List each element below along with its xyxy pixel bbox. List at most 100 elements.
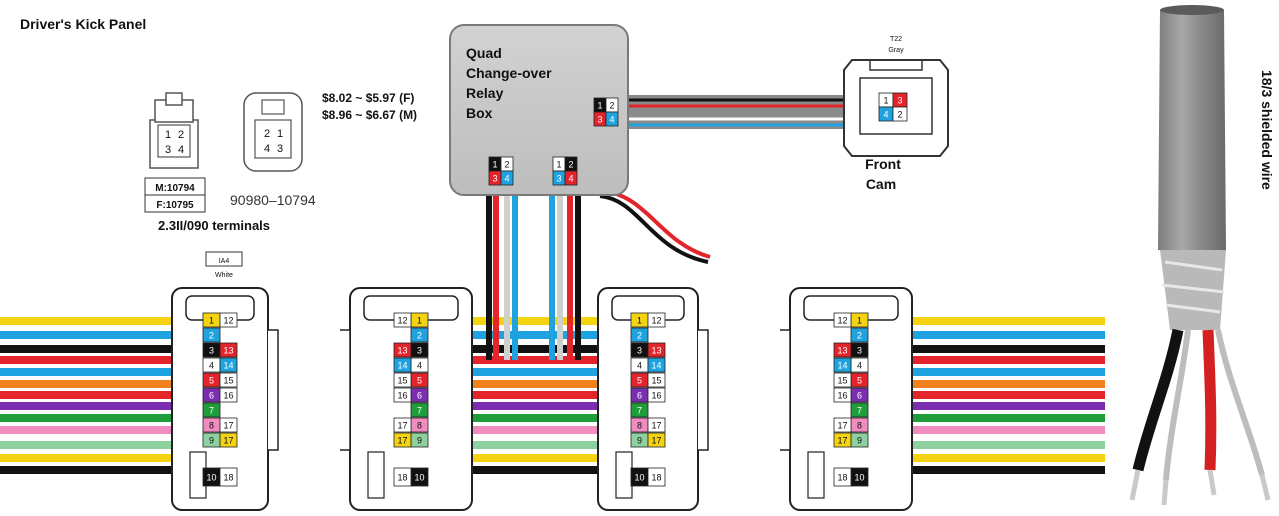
connector-ia4-white-pin-5-label: 5	[209, 376, 214, 386]
connector-middle-right-pin-6-label: 6	[637, 391, 642, 401]
connector-middle-left-pin-16-5: 16	[393, 387, 412, 403]
connector-ia4-white-pin-15-4: 15	[219, 372, 238, 388]
relay-box-line-4: Box	[466, 105, 493, 121]
connector-ia4-white-pin-14-3-label: 14	[223, 361, 233, 371]
right-wire-7	[900, 391, 1105, 399]
connector-middle-right-pin-5: 5	[630, 372, 649, 388]
middle-wire-7	[460, 391, 620, 399]
connector-middle-left-pin-10-label: 10	[414, 473, 424, 483]
page-title: Driver's Kick Panel	[20, 16, 146, 32]
middle-wire-12	[460, 454, 620, 462]
connector-ia4-white-pin-3-label: 3	[209, 346, 214, 356]
connector-right-pin-8-label: 8	[857, 421, 862, 431]
connector-middle-left-pin-13-2-label: 13	[397, 346, 407, 356]
connector-right-pin-9: 9	[850, 432, 869, 448]
connector-right-pin-10: 10	[850, 467, 869, 487]
female-pin-1: 1	[277, 128, 283, 140]
connector-middle-left-pin-6-label: 6	[417, 391, 422, 401]
connector-right-pin-2-label: 2	[857, 331, 862, 341]
left-wire-8	[0, 402, 190, 410]
left-wire-7	[0, 391, 190, 399]
connector-middle-left-pin-17-7-label: 17	[397, 421, 407, 431]
middle-wire-13	[460, 466, 620, 474]
right-wire-2	[900, 331, 1105, 339]
female-part-number: F:10795	[156, 200, 194, 211]
price-male: $8.96 ~ $6.67 (M)	[322, 108, 417, 122]
male-pin-1: 1	[165, 129, 171, 141]
connector-right-pin-17-8-label: 17	[837, 436, 847, 446]
middle-wire-2	[460, 331, 620, 339]
female-mini-connector	[243, 92, 303, 172]
connector-middle-left-pin-5: 5	[410, 372, 429, 388]
connector-right-pin-7: 7	[850, 402, 869, 418]
connector-middle-left-pin-12-0: 12	[393, 312, 412, 328]
connector-right-pin-8: 8	[850, 417, 869, 433]
relay-box-line-3: Relay	[466, 85, 504, 101]
relay-power-black-wire	[599, 194, 709, 264]
connector-right-pin-13-2-label: 13	[837, 346, 847, 356]
middle-wire-3	[460, 345, 620, 353]
connector-ia4-white-pin-16-5: 16	[219, 387, 238, 403]
cam-pin-1: 1	[878, 92, 894, 108]
left-wire-10	[0, 426, 190, 434]
connector-right-pin-6-label: 6	[857, 391, 862, 401]
cam-pin-4: 4	[878, 106, 894, 122]
terminals-label: 2.3II/090 terminals	[158, 218, 270, 233]
connector-middle-right-pin-13-2: 13	[647, 342, 666, 358]
connector-middle-left-pin-16-5-label: 16	[397, 391, 407, 401]
left-wire-12	[0, 454, 190, 462]
connector-middle-right-pin-18-label: 18	[651, 473, 661, 483]
connector-right-pin-3: 3	[850, 342, 869, 358]
relay-left-block-pin-1-label: 1	[492, 160, 497, 170]
relay-left-block-pin-4: 4	[500, 170, 514, 186]
middle-wire-6	[460, 380, 620, 388]
connector-ia4-white-pin-1: 1	[202, 312, 221, 328]
right-wire-10	[900, 426, 1105, 434]
right-wire-9	[900, 414, 1105, 422]
relay-out-block-pin-2: 2	[605, 97, 619, 113]
connector-middle-left-pin-9-label: 9	[417, 436, 422, 446]
male-pin-2: 2	[178, 129, 184, 141]
relay-right-block-pin-3: 3	[552, 170, 566, 186]
connector-right-pin-17-7-label: 17	[837, 421, 847, 431]
middle-wire-11	[460, 441, 620, 449]
connector-right-pin-4-label: 4	[857, 361, 862, 371]
relay-box	[449, 24, 629, 196]
connector-right-pin-14-3: 14	[833, 357, 852, 373]
relay-out-block-pin-4-label: 4	[609, 115, 614, 125]
connector-ia4-white-pin-12-0-label: 12	[223, 316, 233, 326]
relay-right-block-pin-2-label: 2	[568, 160, 573, 170]
connector-middle-left-pin-17-8-label: 17	[397, 436, 407, 446]
connector-middle-right-pin-2: 2	[630, 327, 649, 343]
connector-right-pin-7-label: 7	[857, 406, 862, 416]
relay-left-block-pin-1: 1	[488, 156, 502, 172]
connector-middle-right-pin-16-5: 16	[647, 387, 666, 403]
connector-ia4-white-pin-18: 18	[219, 467, 238, 487]
connector-middle-right-pin-17-8-label: 17	[651, 436, 661, 446]
relay-run-wire-4	[512, 190, 518, 360]
middle-wire-9	[460, 414, 620, 422]
connector-middle-right-pin-17-7: 17	[647, 417, 666, 433]
right-wire-11	[900, 441, 1105, 449]
relay-left-block-pin-4-label: 4	[504, 174, 509, 184]
connector-ia4-white-pin-12-0: 12	[219, 312, 238, 328]
right-wire-3	[900, 345, 1105, 353]
left-wire-6	[0, 380, 190, 388]
left-wire-11	[0, 441, 190, 449]
connector-middle-right-pin-14-3: 14	[647, 357, 666, 373]
connector-ia4-white-pin-17-7: 17	[219, 417, 238, 433]
part-number: 90980–10794	[230, 192, 316, 208]
connector-ia4-white-pin-6-label: 6	[209, 391, 214, 401]
connector-middle-right-pin-7-label: 7	[637, 406, 642, 416]
connector-middle-left-pin-1-label: 1	[417, 316, 422, 326]
relay-run-wire-1	[486, 190, 492, 360]
ia4-color: White	[215, 272, 233, 279]
middle-wire-8	[460, 402, 620, 410]
relay-out-block-pin-4: 4	[605, 111, 619, 127]
relay-box-line-1: Quad	[466, 45, 502, 61]
connector-ia4-white-pin-4-label: 4	[209, 361, 214, 371]
